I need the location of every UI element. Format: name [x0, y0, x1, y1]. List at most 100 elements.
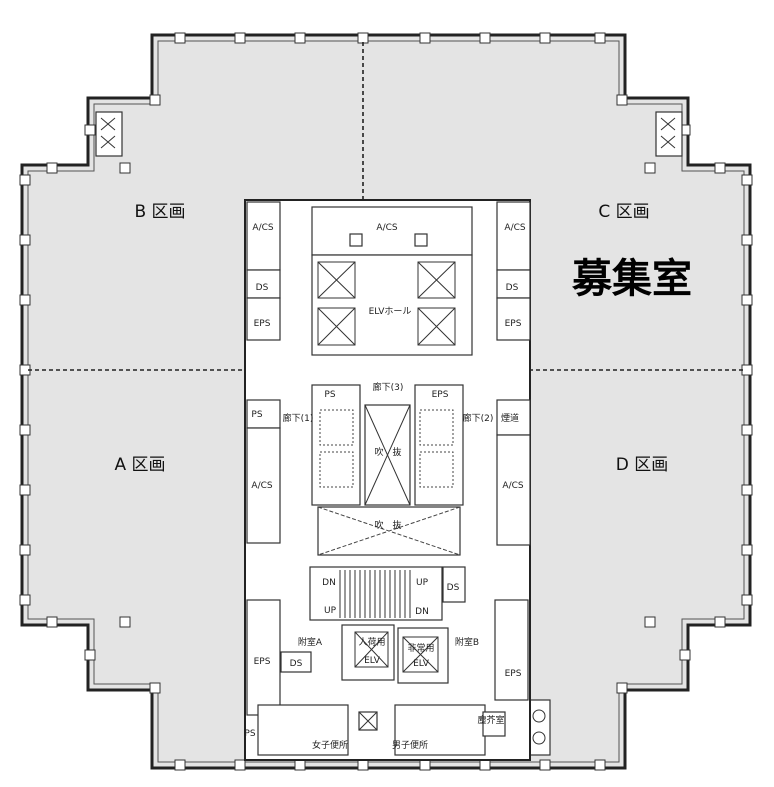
label-ps-s: PS	[244, 729, 255, 739]
label-acs-top: A/CS	[376, 223, 397, 233]
mens-restroom-area	[394, 704, 486, 756]
label-ds-stair: DS	[447, 583, 460, 593]
label-ds-s: DS	[290, 659, 303, 669]
label-acs-sw: A/CS	[251, 481, 272, 491]
label-trash-room: 塵芥室	[477, 714, 504, 726]
stairwell	[309, 566, 443, 621]
label-emergency-elv-2: ELV	[413, 659, 430, 669]
column	[741, 294, 753, 306]
column	[84, 124, 96, 136]
label-stair-dn-2: DN	[415, 607, 429, 617]
column	[419, 32, 431, 44]
label-ds-e: DS	[506, 283, 519, 293]
column	[19, 594, 31, 606]
vacancy-label: 募集室	[571, 256, 692, 302]
column	[714, 162, 726, 174]
label-mens-restroom: 男子便所	[392, 739, 428, 751]
column	[679, 649, 691, 661]
column	[616, 94, 628, 106]
label-void-1: 吹 抜	[374, 446, 401, 458]
corner-room-se	[527, 699, 551, 756]
label-freight-elv-2: ELV	[364, 656, 381, 666]
column	[119, 162, 131, 174]
column	[539, 759, 551, 771]
column	[149, 682, 161, 694]
column	[19, 484, 31, 496]
womens-restroom-area	[257, 704, 349, 756]
column	[644, 616, 656, 628]
column	[741, 234, 753, 246]
zone-label-c: C 区画	[598, 202, 649, 222]
zone-label-b: B 区画	[134, 202, 185, 222]
label-acs-ne: A/CS	[504, 223, 525, 233]
column	[294, 32, 306, 44]
room-acs-ne	[496, 201, 531, 271]
label-corridor-1: 廊下(1)	[283, 412, 314, 424]
label-stair-dn-1: DN	[322, 578, 336, 588]
label-anteroom-a: 附室A	[298, 636, 323, 648]
corner-stair-nw	[95, 111, 123, 157]
label-eps-w: EPS	[254, 319, 271, 329]
elevator-shafts	[317, 261, 456, 346]
column	[741, 484, 753, 496]
column	[741, 594, 753, 606]
column	[19, 234, 31, 246]
column	[174, 759, 186, 771]
column	[19, 294, 31, 306]
column	[479, 32, 491, 44]
column	[539, 32, 551, 44]
column	[234, 759, 246, 771]
label-stair-up-1: UP	[416, 578, 429, 588]
label-ds-w: DS	[256, 283, 269, 293]
column	[644, 162, 656, 174]
column	[174, 32, 186, 44]
label-eps-se: EPS	[505, 669, 522, 679]
column	[46, 616, 58, 628]
label-void-2: 吹 抜	[374, 519, 401, 531]
column	[357, 759, 369, 771]
column	[19, 544, 31, 556]
label-corridor-2: 廊下(2)	[463, 412, 494, 424]
label-flue: 煙道	[501, 412, 519, 424]
column	[594, 32, 606, 44]
label-womens-restroom: 女子便所	[312, 739, 348, 751]
column	[419, 759, 431, 771]
column	[46, 162, 58, 174]
column	[19, 424, 31, 436]
label-eps-core: EPS	[432, 390, 449, 400]
column	[616, 682, 628, 694]
corner-stair-ne	[655, 111, 683, 157]
label-acs-se: A/CS	[502, 481, 523, 491]
column	[234, 32, 246, 44]
label-stair-up-2: UP	[324, 606, 337, 616]
zone-label-d: D 区画	[616, 455, 669, 475]
label-eps-e: EPS	[505, 319, 522, 329]
label-elv-hall: ELVホール	[369, 306, 412, 317]
column	[741, 424, 753, 436]
room-labels: A/CS A/CS A/CS DS DS EPS EPS ELVホール 廊下(3…	[244, 223, 525, 751]
column	[119, 616, 131, 628]
room-acs-nw	[246, 201, 281, 271]
column	[294, 759, 306, 771]
core	[244, 199, 531, 761]
label-eps-sw: EPS	[254, 657, 271, 667]
column	[19, 174, 31, 186]
perimeter-columns	[19, 32, 753, 771]
column	[149, 94, 161, 106]
label-ps-core: PS	[324, 390, 335, 400]
label-ps-w: PS	[251, 410, 262, 420]
label-corridor-3: 廊下(3)	[373, 381, 404, 393]
column	[741, 364, 753, 376]
column	[84, 649, 96, 661]
label-freight-elv: 人荷用	[358, 637, 385, 648]
label-emergency-elv: 非常用	[407, 642, 434, 654]
label-acs-nw: A/CS	[252, 223, 273, 233]
column	[741, 544, 753, 556]
column	[479, 759, 491, 771]
column	[357, 32, 369, 44]
label-anteroom-b: 附室B	[455, 636, 479, 648]
column	[714, 616, 726, 628]
column	[594, 759, 606, 771]
zone-label-a: A 区画	[114, 455, 165, 475]
